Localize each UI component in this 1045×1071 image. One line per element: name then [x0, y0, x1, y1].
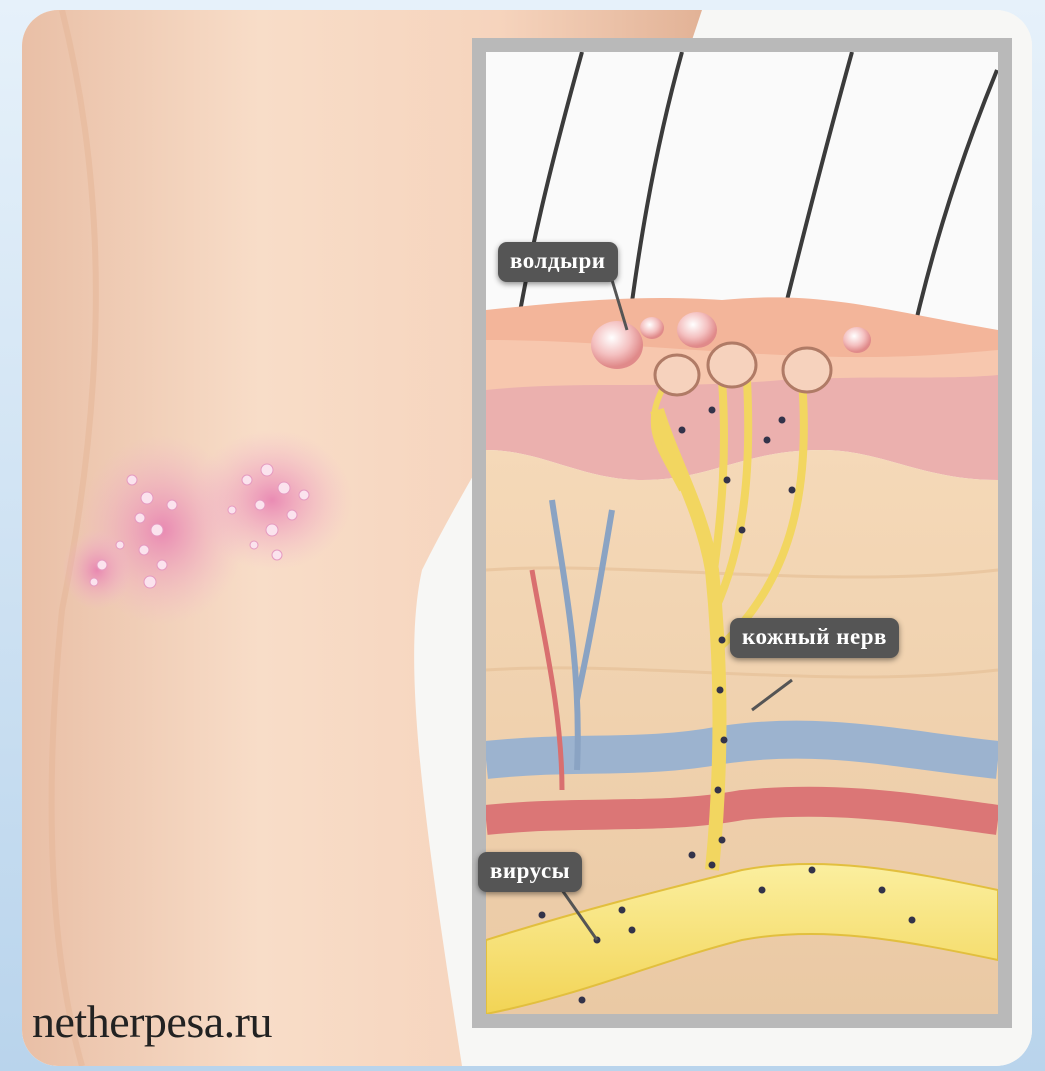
illustration-panel: волдыри кожный нерв вирусы: [22, 10, 1032, 1066]
skin-nerve-label: кожный нерв: [730, 618, 899, 658]
site-watermark: netherpesa.ru: [32, 995, 272, 1048]
artery: [486, 802, 998, 820]
viruses-label: вирусы: [478, 852, 582, 892]
blisters-label: волдыри: [498, 242, 618, 282]
herpes-skin-diagram: [22, 10, 1032, 1066]
